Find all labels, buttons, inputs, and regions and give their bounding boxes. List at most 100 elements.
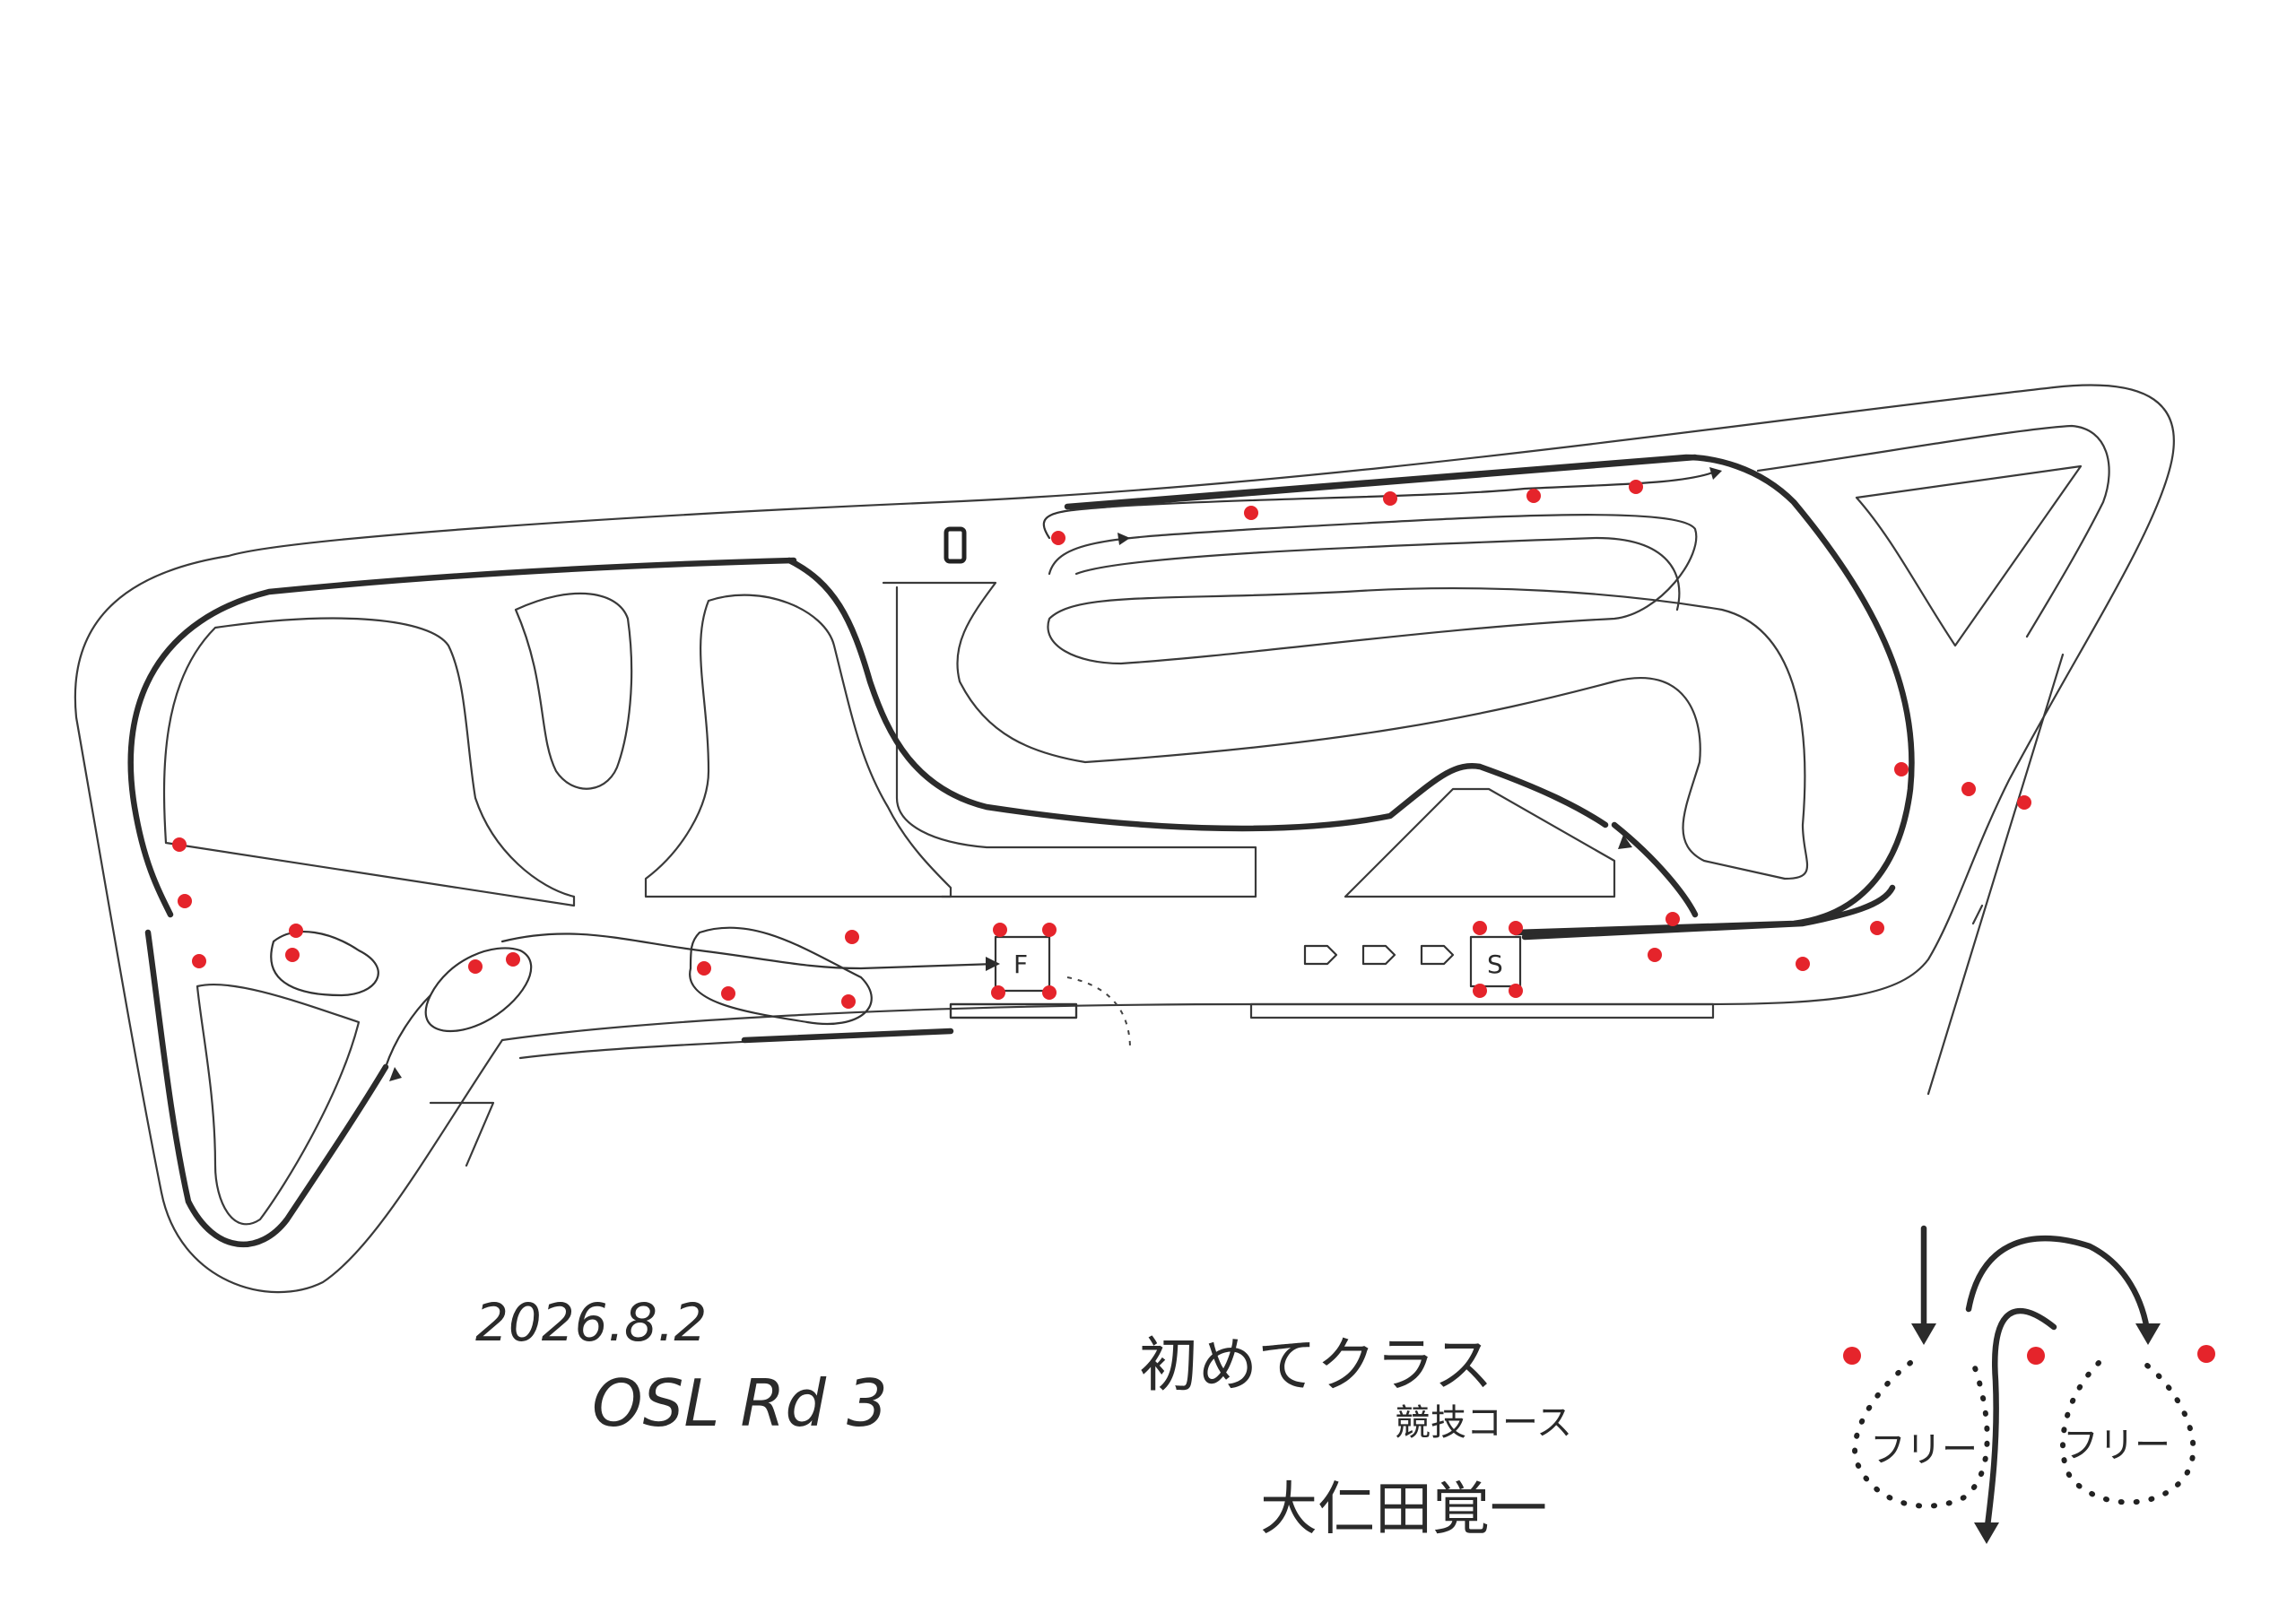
pylon-icon [285,948,300,962]
course-type: 競技コース [1395,1402,1572,1444]
pylon-icon [1509,921,1523,935]
loop-c [689,926,873,1026]
north-inner-edge [1756,424,2110,638]
start-label: S [1487,950,1503,979]
access-road-b [1971,904,1984,925]
arrowhead-icon [1618,835,1632,849]
pylon-icon [1526,489,1541,503]
legend-hook-arrow [1965,1235,2152,1340]
pylon-icon [1648,948,1662,962]
right-island [1344,787,1616,898]
pylons [172,480,2031,1009]
free-zone-left [1852,1360,1990,1509]
pylon-icon [468,959,483,974]
event-date: 2026.8.2 [475,1292,707,1353]
arrowhead-icon [986,957,1000,971]
start-gate [1469,935,1522,988]
route-main-loop [1064,454,1915,936]
direction-arrows [389,467,1722,1081]
route-west-return [144,929,389,1248]
central-island [882,514,1808,880]
free-label-left: フリー [1870,1429,1978,1470]
infield-hairpin-a [514,592,633,790]
event-name: OSL Rd 3 [592,1366,888,1441]
pylon-icon [1665,912,1680,926]
finish-curve [1066,976,1131,1050]
route-north-straight [1068,454,1699,511]
free-zone-legend: フリー フリー [1843,1225,2215,1544]
pit-approach [384,993,432,1069]
thin-route-lines [270,469,1719,1069]
loop-a [270,931,379,997]
pylon-icon [1473,921,1487,935]
arrowhead-icon [1709,467,1722,480]
route-middle [786,557,1609,832]
legend-pylon-icon [2027,1347,2045,1365]
author-name: 大仁田覚一 [1260,1477,1547,1543]
pylon-icon [506,952,520,967]
legend-pylon-icon [2197,1345,2215,1363]
class-name: 初めてクラス [1139,1331,1493,1400]
legend-arrowhead-icon [2135,1323,2161,1345]
loop-b [424,947,533,1033]
access-road-a [1926,653,2065,1096]
pylon-icon [993,923,1007,937]
pit-exit [429,1101,495,1167]
pylon-icon [1042,985,1057,1000]
free-zone-right [2060,1360,2196,1505]
pylon-icon [2017,795,2031,810]
infield-hairpin-b [644,594,952,898]
pylon-icon [289,924,303,938]
tower-marker [944,526,967,564]
arrowhead-icon [1118,533,1130,545]
outer-boundary [74,384,2175,1294]
legend-u-arrow [1983,1307,2057,1537]
pit-wall [949,1002,1078,1019]
arrowhead-icon [389,1067,402,1081]
paddock-slalom-line [500,932,997,970]
stations [949,935,1522,1019]
pylon-icon [721,986,735,1001]
pylon-icon [841,994,856,1009]
driven-route [127,454,1915,1248]
pentagon-marker [1303,944,1338,966]
left-infield [162,617,576,907]
pylon-icon [1383,491,1397,506]
east-triangle [1855,464,2083,647]
pylon-icon [1796,957,1810,971]
pylon-icon [697,961,711,976]
paddock-strip-a [1249,1002,1715,1019]
pylon-icon [1509,984,1523,998]
esses-inner-loop [1074,536,1681,612]
finish-label: F [1013,950,1028,979]
route-north-west [127,557,797,918]
legend-pylon-icon [1843,1347,1861,1365]
mid-inner-wall [895,585,1257,898]
legend-arrowhead-icon [1911,1323,1936,1345]
pylon-icon [845,930,859,944]
legend-arrowhead-icon [1974,1522,1999,1544]
finish-gate [994,935,1051,993]
route-start-lane [1521,884,1896,941]
pylon-icon [172,837,187,852]
pylon-icon [192,954,206,968]
pylon-icon [1244,506,1258,520]
pylon-icon [1870,921,1884,935]
route-uphill [1611,821,1699,918]
event-notes: 2026.8.2 OSL Rd 3 初めてクラス 競技コース 大仁田覚一 [475,1292,1572,1543]
free-label-right: フリー [2063,1425,2170,1466]
pylon-icon [1961,782,1976,796]
circuit-outline [74,384,2175,1294]
pylon-icon [178,894,192,908]
pylon-icon [1629,480,1643,494]
south-west-triangle [196,983,361,1226]
pylon-icon [1042,923,1057,937]
pentagon-marker [1361,944,1396,966]
pylon-icon [1473,984,1487,998]
pylon-icon [1051,531,1065,545]
pylon-icon [1894,762,1909,776]
route-pit-straight [741,1028,954,1044]
pylon-icon [991,985,1005,1000]
pentagon-marker [1420,944,1455,966]
